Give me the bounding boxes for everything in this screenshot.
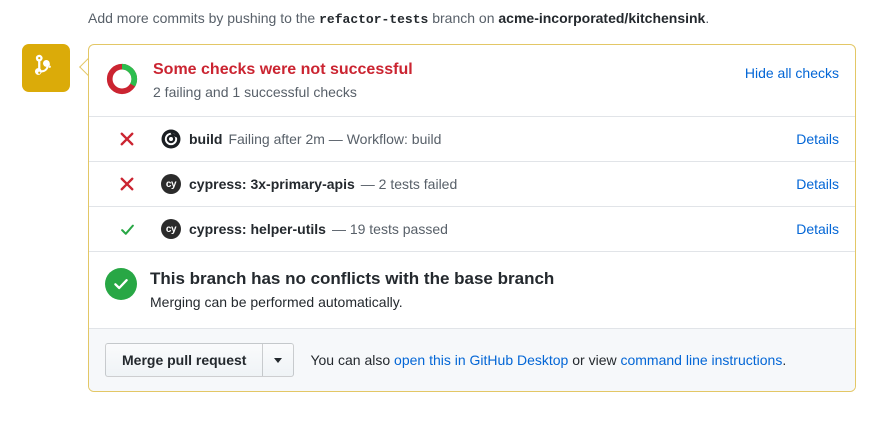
merge-conflicts-subtitle: Merging can be performed automatically.	[150, 294, 403, 310]
cypress-icon: cy	[161, 174, 181, 194]
merge-button-group: Merge pull request	[105, 343, 295, 377]
chevron-down-icon	[274, 357, 283, 363]
timeline-merge-badge	[22, 44, 70, 92]
push-commits-notice: Add more commits by pushing to the refac…	[88, 8, 709, 30]
checks-donut-chart	[105, 62, 139, 101]
merge-conflicts-section: This branch has no conflicts with the ba…	[89, 251, 855, 328]
merge-action-footer: Merge pull request You can also open thi…	[89, 328, 855, 391]
repository-name: acme-incorporated/kitchensink	[498, 10, 706, 26]
footer-note-prefix: You can also	[310, 352, 395, 368]
checks-summary-text: Some checks were not successful 2 failin…	[153, 59, 745, 102]
github-actions-icon	[161, 129, 181, 149]
push-notice-prefix: Add more commits by pushing to the	[88, 10, 320, 26]
merge-conflicts-text: This branch has no conflicts with the ba…	[150, 267, 554, 312]
open-in-github-desktop-link[interactable]: open this in GitHub Desktop	[394, 352, 569, 368]
check-description: Failing after 2m — Workflow: build	[228, 131, 442, 147]
push-notice-middle: branch on	[428, 10, 499, 26]
branch-name: refactor-tests	[319, 12, 429, 27]
check-name: cypress: helper-utils	[189, 221, 326, 237]
check-name: build	[189, 131, 223, 147]
merge-status-box: Some checks were not successful 2 failin…	[88, 44, 856, 392]
check-details-link[interactable]: Details	[796, 221, 839, 237]
x-icon	[119, 176, 135, 192]
git-merge-icon	[34, 54, 58, 83]
merge-footer-note: You can also open this in GitHub Desktop…	[310, 350, 786, 370]
command-line-instructions-link[interactable]: command line instructions	[620, 352, 783, 368]
merge-conflicts-title: This branch has no conflicts with the ba…	[150, 269, 555, 288]
check-name: cypress: 3x-primary-apis	[189, 176, 355, 192]
x-icon	[119, 131, 135, 147]
merge-pull-request-button[interactable]: Merge pull request	[105, 343, 263, 377]
footer-note-middle: or view	[568, 352, 621, 368]
push-notice-suffix: .	[705, 10, 710, 26]
cypress-icon: cy	[161, 219, 181, 239]
check-row[interactable]: build Failing after 2m — Workflow: build…	[89, 116, 855, 161]
checks-summary-header: Some checks were not successful 2 failin…	[89, 45, 855, 116]
cypress-icon-label: cy	[161, 174, 181, 194]
check-row[interactable]: cy cypress: helper-utils — 19 tests pass…	[89, 206, 855, 251]
checks-summary-subtitle: 2 failing and 1 successful checks	[153, 84, 357, 100]
check-row[interactable]: cy cypress: 3x-primary-apis — 2 tests fa…	[89, 161, 855, 206]
check-details-link[interactable]: Details	[796, 176, 839, 192]
hide-all-checks-link[interactable]: Hide all checks	[744, 65, 839, 81]
check-icon	[119, 221, 135, 237]
check-circle-icon	[105, 268, 137, 300]
check-details-link[interactable]: Details	[796, 131, 839, 147]
check-description: — 19 tests passed	[331, 221, 448, 237]
footer-note-suffix: .	[782, 352, 787, 368]
merge-options-dropdown-button[interactable]	[262, 343, 295, 377]
check-description: — 2 tests failed	[360, 176, 458, 192]
cypress-icon-label: cy	[161, 219, 181, 239]
checks-summary-title: Some checks were not successful	[153, 61, 413, 78]
